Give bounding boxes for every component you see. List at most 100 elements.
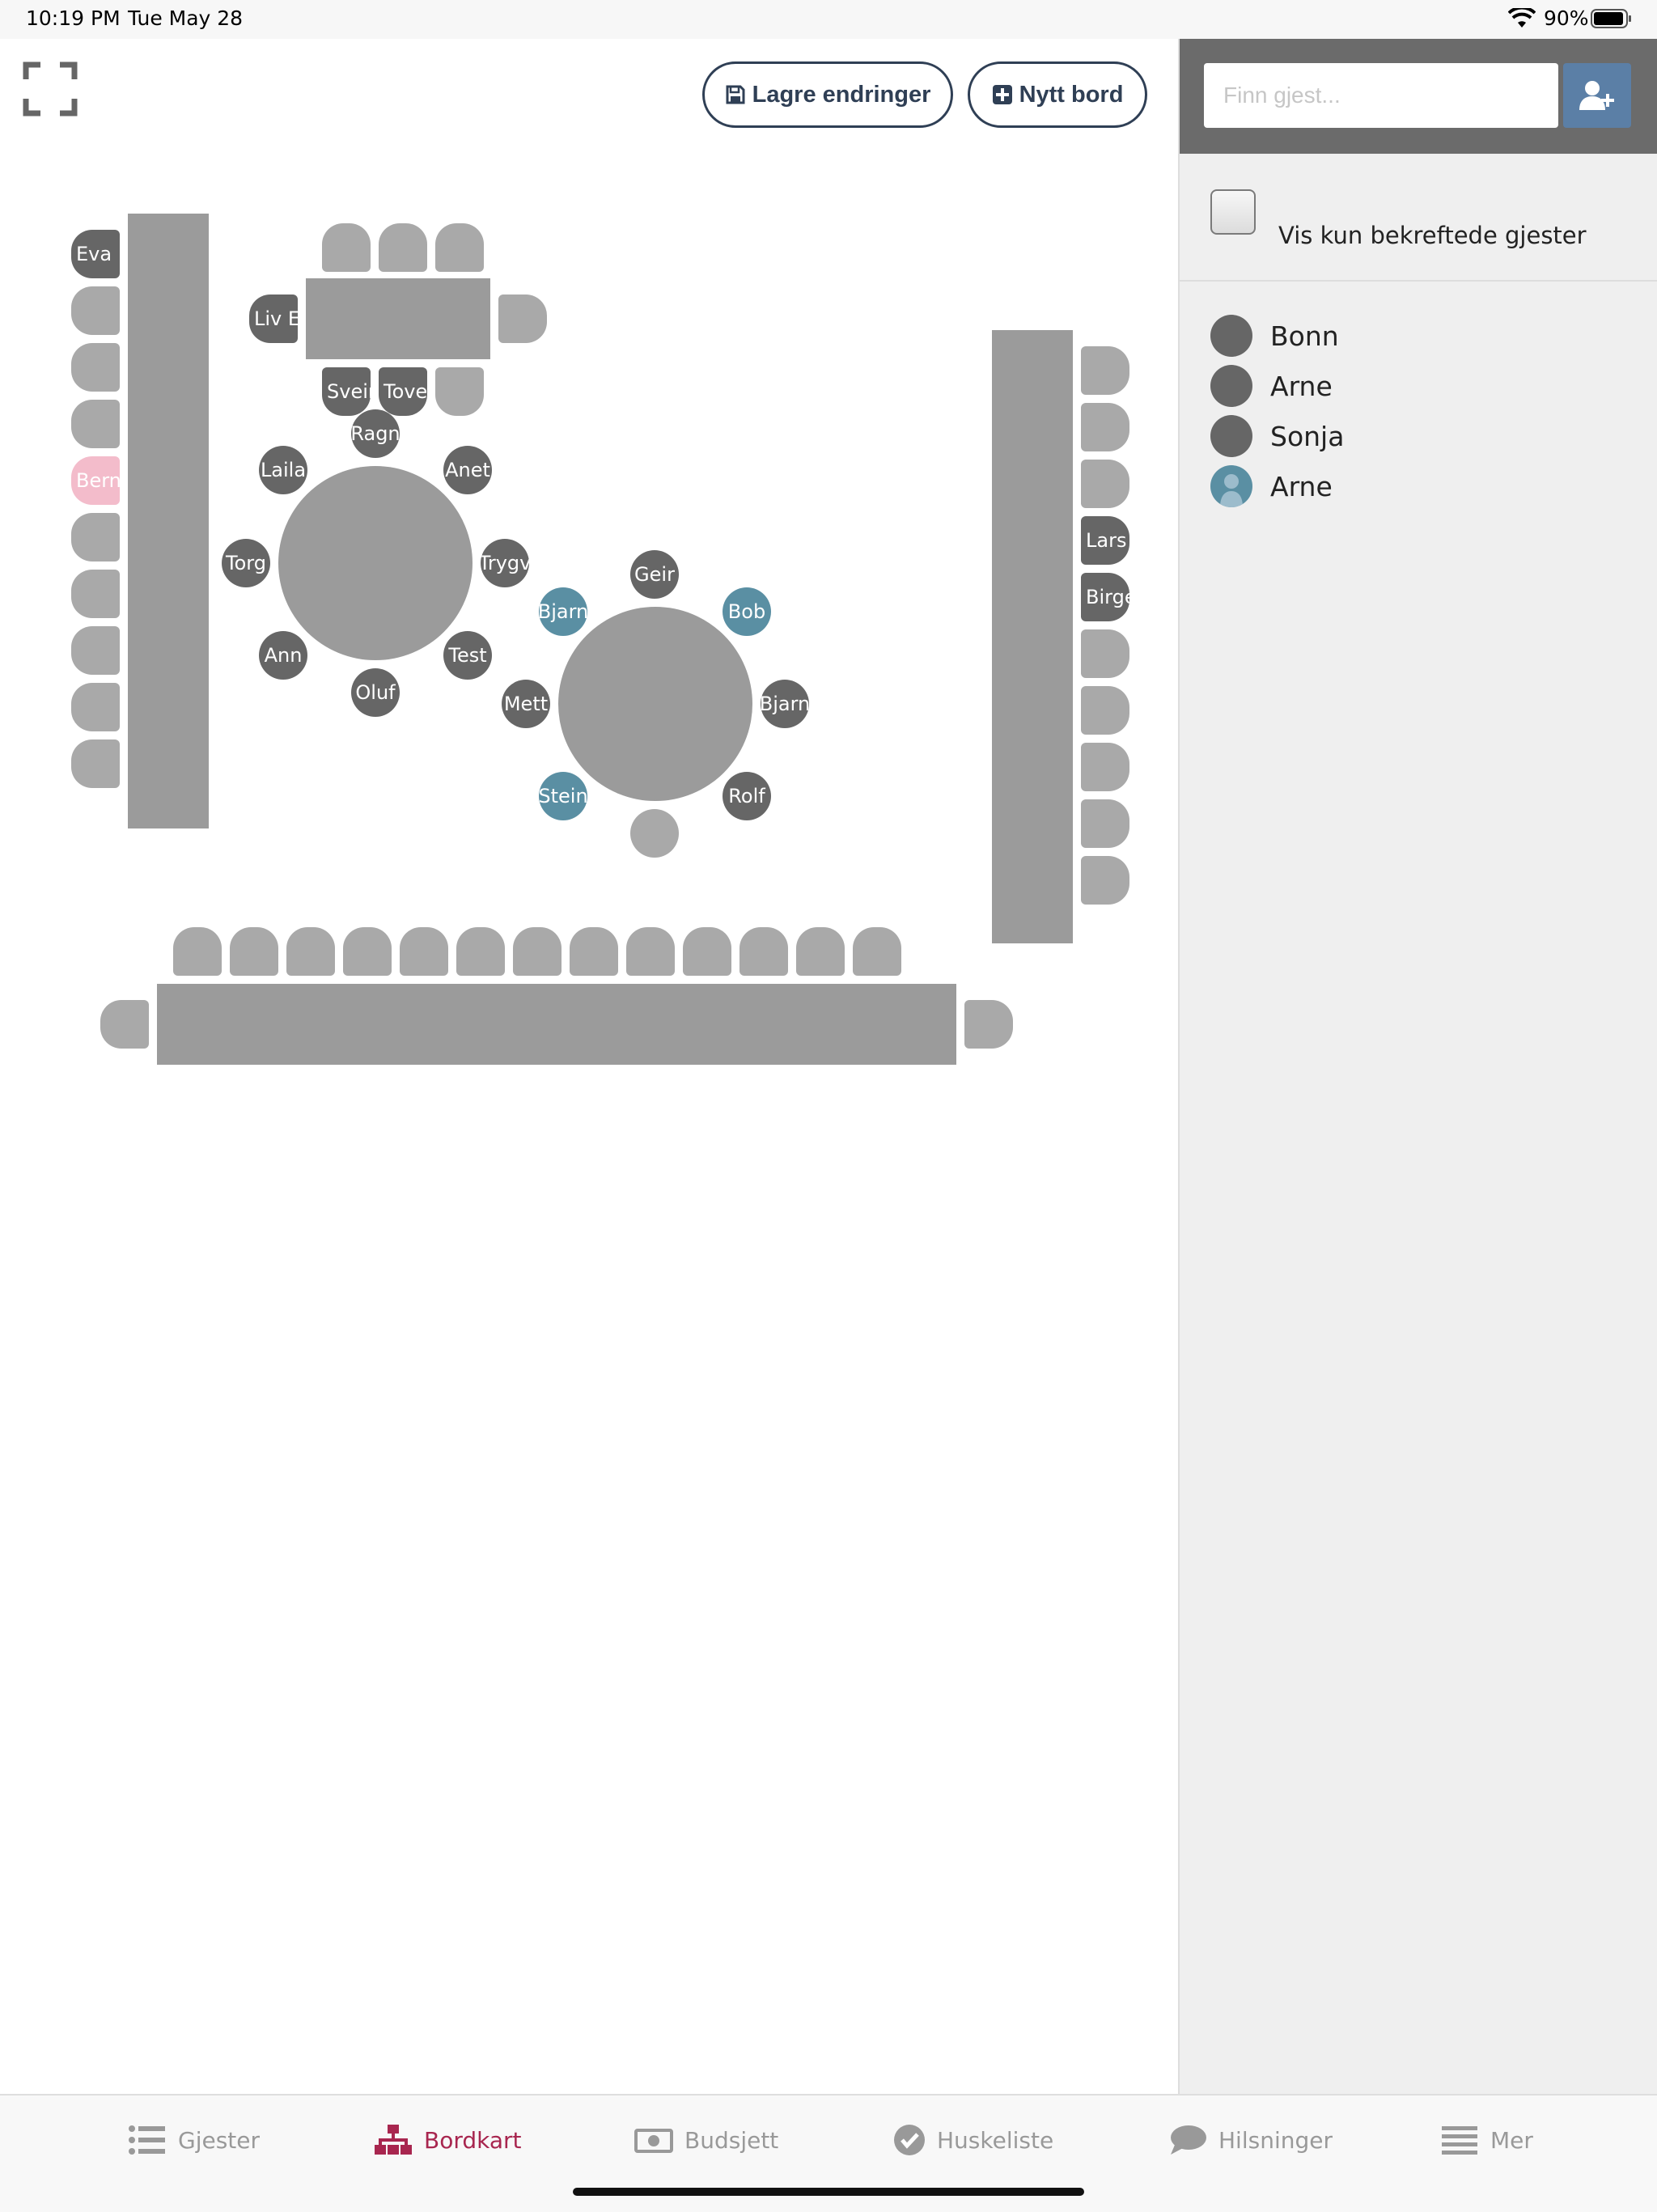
- seat-guest[interactable]: Torg: [222, 539, 270, 587]
- guest-list-item[interactable]: Arne: [1210, 464, 1333, 508]
- seat-guest[interactable]: Laila: [259, 446, 307, 494]
- empty-chair[interactable]: [456, 927, 505, 976]
- empty-chair[interactable]: [1081, 403, 1129, 451]
- tab-label: Huskeliste: [937, 2126, 1054, 2154]
- empty-chair[interactable]: [630, 809, 679, 858]
- table-right-long[interactable]: [992, 330, 1073, 943]
- empty-chair[interactable]: [1081, 346, 1129, 395]
- money-bill-icon: [634, 2129, 673, 2153]
- new-table-button[interactable]: Nytt bord: [968, 61, 1147, 128]
- empty-chair[interactable]: [100, 1000, 149, 1049]
- empty-chair[interactable]: [964, 1000, 1013, 1049]
- status-time: 10:19 PM: [26, 6, 121, 30]
- empty-chair[interactable]: [853, 927, 901, 976]
- seat-guest[interactable]: Ann: [259, 631, 307, 680]
- tab-bordkart[interactable]: Bordkart: [374, 2120, 522, 2160]
- tab-gjester[interactable]: Gjester: [128, 2120, 260, 2160]
- empty-chair[interactable]: [71, 739, 120, 788]
- empty-chair[interactable]: [796, 927, 845, 976]
- empty-chair[interactable]: [740, 927, 788, 976]
- seat-guest[interactable]: Bob: [723, 587, 771, 636]
- seat-guest[interactable]: Test: [443, 631, 492, 680]
- seat-guest[interactable]: Eva L: [71, 230, 120, 278]
- battery-percentage: 90%: [1544, 6, 1589, 30]
- seat-guest[interactable]: Liv E: [249, 295, 298, 343]
- check-circle-icon: [894, 2125, 925, 2155]
- search-input[interactable]: [1204, 63, 1558, 128]
- empty-chair[interactable]: [322, 223, 371, 272]
- guest-avatar: [1210, 415, 1252, 457]
- table-small-rect[interactable]: [306, 278, 490, 359]
- guest-name: Bonn: [1270, 320, 1339, 352]
- seat-guest[interactable]: Ragn: [351, 409, 400, 458]
- confirmed-only-checkbox[interactable]: [1210, 189, 1256, 235]
- empty-chair[interactable]: [343, 927, 392, 976]
- empty-chair[interactable]: [1081, 799, 1129, 848]
- seat-guest[interactable]: Geir: [630, 550, 679, 599]
- tab-mer[interactable]: Mer: [1440, 2120, 1533, 2160]
- sitemap-icon: [375, 2125, 412, 2155]
- tab-huskeliste[interactable]: Huskeliste: [893, 2120, 1053, 2160]
- empty-chair[interactable]: [71, 343, 120, 392]
- seat-guest[interactable]: Stein: [539, 772, 587, 820]
- plus-square-icon: [992, 85, 1012, 104]
- guest-avatar: [1210, 365, 1252, 407]
- empty-chair[interactable]: [230, 927, 278, 976]
- guest-avatar: [1210, 315, 1252, 357]
- table-round-a[interactable]: [278, 466, 473, 660]
- empty-chair[interactable]: [1081, 686, 1129, 735]
- table-bottom-long[interactable]: [157, 984, 956, 1065]
- status-date: Tue May 28: [128, 6, 244, 30]
- empty-chair[interactable]: [1081, 856, 1129, 905]
- seat-guest[interactable]: Bjarn: [761, 680, 809, 728]
- seat-guest[interactable]: Mett: [502, 680, 550, 728]
- empty-chair[interactable]: [435, 367, 484, 416]
- empty-chair[interactable]: [379, 223, 427, 272]
- sidebar-divider: [1180, 280, 1657, 282]
- tab-label: Mer: [1490, 2126, 1533, 2154]
- guest-list-item[interactable]: Bonn: [1210, 314, 1339, 358]
- seat-guest[interactable]: Anet: [443, 446, 492, 494]
- tab-label: Bordkart: [424, 2126, 522, 2154]
- add-guest-button[interactable]: [1563, 63, 1631, 128]
- empty-chair[interactable]: [71, 513, 120, 561]
- empty-chair[interactable]: [498, 295, 547, 343]
- save-changes-button[interactable]: Lagre endringer: [702, 61, 953, 128]
- save-button-label: Lagre endringer: [752, 81, 931, 108]
- table-left-long[interactable]: [128, 214, 209, 828]
- empty-chair[interactable]: [400, 927, 448, 976]
- empty-chair[interactable]: [1081, 460, 1129, 508]
- seat-guest[interactable]: Trygv: [481, 539, 529, 587]
- empty-chair[interactable]: [71, 570, 120, 618]
- empty-chair[interactable]: [71, 286, 120, 335]
- guest-name: Arne: [1270, 470, 1333, 502]
- seat-guest[interactable]: Oluf: [351, 668, 400, 717]
- empty-chair[interactable]: [570, 927, 618, 976]
- empty-chair[interactable]: [513, 927, 562, 976]
- seat-guest[interactable]: Tove: [379, 367, 427, 416]
- guest-name: Sonja: [1270, 420, 1345, 452]
- empty-chair[interactable]: [435, 223, 484, 272]
- seat-guest[interactable]: Lars: [1081, 516, 1129, 565]
- empty-chair[interactable]: [173, 927, 222, 976]
- empty-chair[interactable]: [1081, 743, 1129, 791]
- fullscreen-icon[interactable]: [23, 61, 78, 117]
- guest-list-item[interactable]: Sonja: [1210, 414, 1344, 458]
- empty-chair[interactable]: [71, 400, 120, 448]
- seat-guest[interactable]: Bjarn: [539, 587, 587, 636]
- empty-chair[interactable]: [71, 683, 120, 731]
- seat-guest[interactable]: Birge: [1081, 573, 1129, 621]
- seat-guest[interactable]: Rolf: [723, 772, 771, 820]
- tab-label: Budsjett: [684, 2126, 779, 2154]
- tab-hilsninger[interactable]: Hilsninger: [1168, 2120, 1333, 2160]
- empty-chair[interactable]: [71, 626, 120, 675]
- table-round-b[interactable]: [558, 607, 752, 801]
- seat-guest[interactable]: Bern: [71, 456, 120, 505]
- empty-chair[interactable]: [683, 927, 731, 976]
- empty-chair[interactable]: [286, 927, 335, 976]
- seat-guest[interactable]: Svein: [322, 367, 371, 416]
- empty-chair[interactable]: [626, 927, 675, 976]
- empty-chair[interactable]: [1081, 629, 1129, 678]
- guest-list-item[interactable]: Arne: [1210, 364, 1333, 408]
- tab-budsjett[interactable]: Budsjett: [634, 2120, 778, 2160]
